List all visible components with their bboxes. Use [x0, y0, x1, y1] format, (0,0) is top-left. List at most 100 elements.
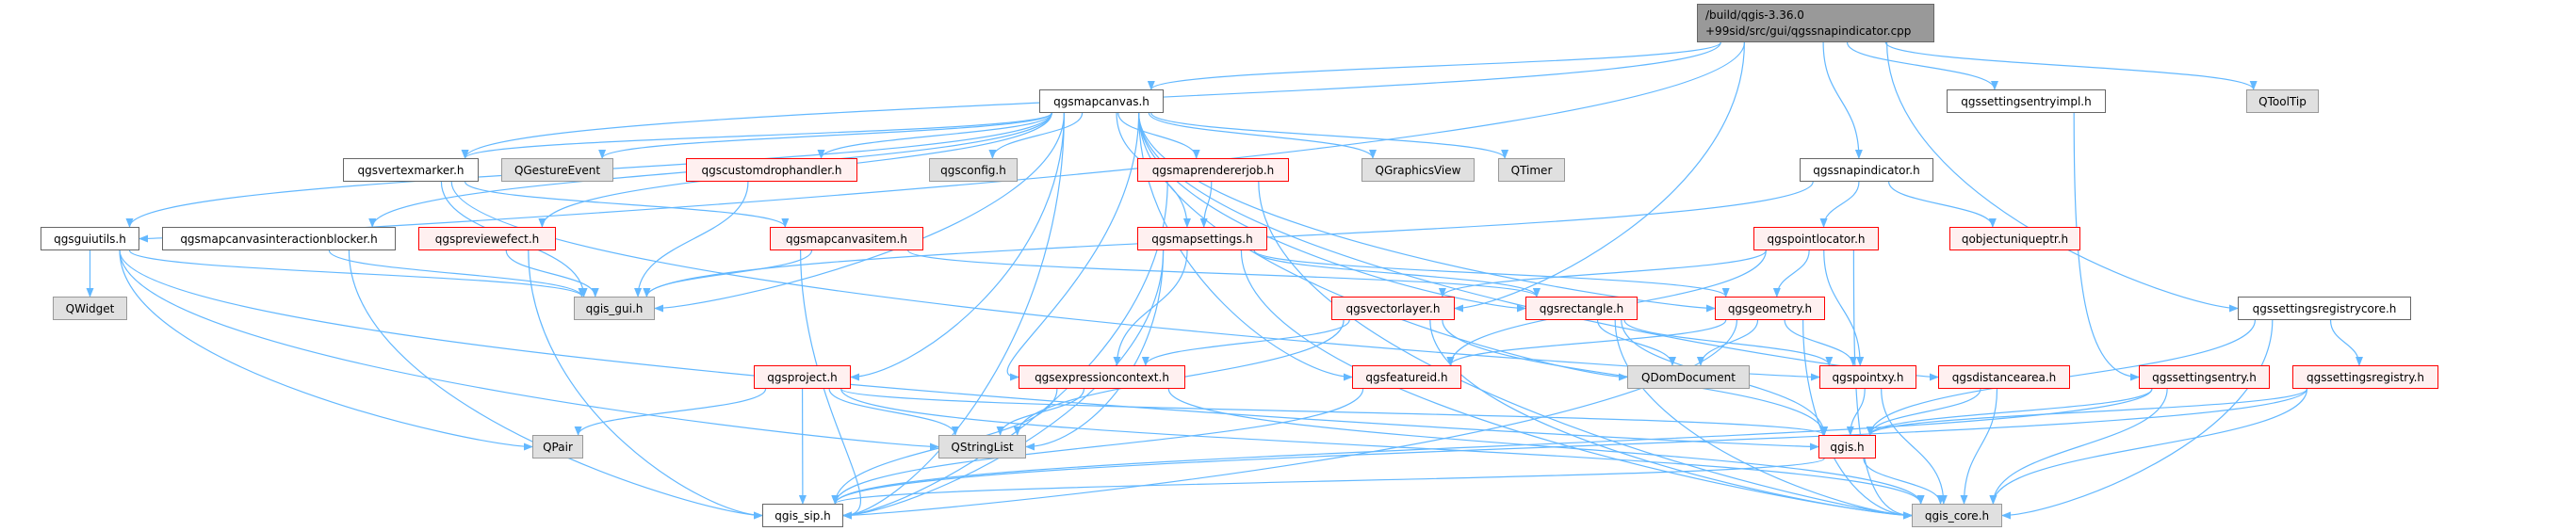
node-qgspointlocator[interactable]: qgspointlocator.h	[1753, 227, 1879, 250]
edge-qgis-to-qgis_sip	[831, 458, 1825, 505]
node-qgsmapcanvasinteractionblocker[interactable]: qgsmapcanvasinteractionblocker.h	[162, 227, 396, 250]
edge-qgsmapcanvas-to-qgraphicsview	[1148, 112, 1377, 159]
node-qgsvertexmarker[interactable]: qgsvertexmarker.h	[343, 158, 479, 182]
node-qgsconfig[interactable]: qgsconfig.h	[929, 158, 1018, 182]
edge-qgsmapcanvas-to-qgscustomdrophandler	[817, 112, 1053, 159]
node-label: qgsfeatureid.h	[1365, 370, 1448, 384]
node-qgsmaprendererjob[interactable]: qgsmaprendererjob.h	[1137, 158, 1289, 182]
node-qgscustomdrophandler[interactable]: qgscustomdrophandler.h	[686, 158, 857, 182]
edge-root-to-qgssnapindicator	[1822, 41, 1863, 159]
node-label: qgssettingsregistry.h	[2306, 370, 2425, 384]
edge-qgsmapcanvasitem-to-qgis_sip	[800, 249, 861, 520]
edge-qgspointlocator-to-qgsgeometry	[1772, 249, 1810, 298]
node-qgsvectorlayer[interactable]: qgsvectorlayer.h	[1331, 297, 1455, 320]
edge-root-to-qgsvectorlayer	[1454, 41, 1745, 313]
node-qobjectuniqueptr[interactable]: qobjectuniqueptr.h	[1949, 227, 2080, 250]
node-qgssettingsentry[interactable]: qgssettingsentry.h	[2139, 365, 2270, 389]
edge-qgspointlocator-to-qgspointxy	[1823, 249, 1865, 366]
node-qtooltip[interactable]: QToolTip	[2246, 89, 2319, 113]
node-qwidget[interactable]: QWidget	[53, 297, 127, 320]
node-label: qgssettingsentry.h	[2152, 370, 2257, 384]
node-qpair[interactable]: QPair	[532, 435, 583, 459]
node-qgspreviewefect[interactable]: qgspreviewefect.h	[418, 227, 556, 250]
node-qgis-core[interactable]: qgis_core.h	[1912, 504, 2002, 527]
node-qgsfeatureid[interactable]: qgsfeatureid.h	[1352, 365, 1461, 389]
edge-qgsmaprendererjob-to-qgis_sip	[842, 181, 1168, 520]
edge-qgspreviewefect-to-qgis_sip	[528, 249, 763, 520]
edge-qgsmapcanvas-to-qgsmaprendererjob	[1117, 112, 1200, 159]
edge-qgsgeometry-to-qgis_core	[1802, 319, 1913, 520]
edge-qgsmapcanvasitem-to-qgis_gui	[643, 249, 813, 298]
node-qgssettingsregistry[interactable]: qgssettingsregistry.h	[2292, 365, 2438, 389]
edge-qgsguiutils-to-qgis_gui	[128, 249, 586, 298]
node-qgsmapsettings[interactable]: qgsmapsettings.h	[1137, 227, 1267, 250]
node-qgsmapcanvas[interactable]: qgsmapcanvas.h	[1039, 89, 1164, 113]
edge-qgsmaprendererjob-to-qgsmapsettings	[1199, 181, 1213, 228]
edge-qgsproject-to-qpair	[574, 388, 767, 436]
edge-qgsmapcanvas-to-qgsvertexmarker	[461, 112, 1052, 159]
node-label: QDomDocument	[1641, 370, 1736, 384]
node-label: qgsguiutils.h	[54, 232, 126, 246]
edge-qgspointlocator-to-qgsvectorlayer	[1439, 249, 1767, 298]
edge-qgsvectorlayer-to-qgis_core	[1429, 319, 1913, 520]
edge-qgsexpressioncontext-to-qgis_core	[1167, 388, 1925, 505]
edge-qgsproject-to-qgis_core	[840, 388, 1925, 505]
node-label: QToolTip	[2258, 94, 2307, 108]
node-qgssnapindicator[interactable]: qgssnapindicator.h	[1800, 158, 1933, 182]
node-qgis-gui[interactable]: qgis_gui.h	[574, 297, 655, 320]
node-qtimer[interactable]: QTimer	[1498, 158, 1565, 182]
node-label: qgssettingsregistrycore.h	[2252, 301, 2397, 315]
node-qgsexpressioncontext[interactable]: qgsexpressioncontext.h	[1019, 365, 1185, 389]
node-qgsmapcanvasitem[interactable]: qgsmapcanvasitem.h	[770, 227, 923, 250]
node-qgssettingsregistrycore[interactable]: qgssettingsregistrycore.h	[2238, 297, 2411, 320]
edge-qgsvertexmarker-to-qgsmapcanvasitem	[465, 181, 790, 228]
node-qgsgeometry[interactable]: qgsgeometry.h	[1715, 297, 1825, 320]
node-qgssettingsentryimpl[interactable]: qgssettingsentryimpl.h	[1947, 89, 2106, 113]
node-qdomdocument[interactable]: QDomDocument	[1627, 365, 1750, 389]
node-label: qgis_gui.h	[585, 301, 644, 315]
root-label-line1: /build/qgis-3.36.0	[1705, 8, 1804, 22]
edge-qgspreviewefect-to-qgis_gui	[505, 249, 599, 298]
node-qgsdistancearea[interactable]: qgsdistancearea.h	[1938, 365, 2070, 389]
edge-qgsproject-to-qstringlist	[828, 388, 959, 436]
node-label: QTimer	[1510, 163, 1553, 177]
node-qgsproject[interactable]: qgsproject.h	[754, 365, 851, 389]
edge-root-to-qgssettingsregistrycore	[1886, 41, 2239, 313]
edge-qgspointxy-to-qgis_core	[1881, 388, 1948, 505]
node-qgis[interactable]: qgis.h	[1818, 435, 1876, 459]
node-label: qgis_core.h	[1924, 508, 1990, 523]
node-qgsguiutils[interactable]: qgsguiutils.h	[41, 227, 139, 250]
node-label: QStringList	[951, 440, 1014, 454]
edge-qgsmapsettings-to-qstringlist	[1025, 249, 1165, 451]
edge-qgssettingsentry-to-qgis	[1867, 388, 2153, 436]
root-file-node[interactable]: /build/qgis-3.36.0 +99sid/src/gui/qgssna…	[1697, 4, 1934, 42]
node-qgraphicsview[interactable]: QGraphicsView	[1361, 158, 1475, 182]
node-qgspointxy[interactable]: qgspointxy.h	[1819, 365, 1916, 389]
node-label: QWidget	[65, 301, 115, 315]
node-label: qgsconfig.h	[940, 163, 1006, 177]
edge-qgssettingsregistrycore-to-qgssettingsregistry	[2329, 319, 2363, 366]
edge-qgsmapcanvas-to-qgsrectangle	[1138, 112, 1526, 313]
node-qgsrectangle[interactable]: qgsrectangle.h	[1525, 297, 1638, 320]
node-qgis-sip[interactable]: qgis_sip.h	[762, 504, 843, 527]
node-label: qobjectuniqueptr.h	[1961, 232, 2069, 246]
edge-qgsvectorlayer-to-qgsexpressioncontext	[1141, 319, 1350, 366]
edge-qgsproject-to-qgis	[840, 388, 1828, 436]
edge-qgsmapcanvas-to-qgis_gui	[654, 112, 1065, 313]
node-qgestureevent[interactable]: QGestureEvent	[501, 158, 613, 182]
node-qstringlist[interactable]: QStringList	[938, 435, 1026, 459]
edge-qgssnapindicator-to-qobjectuniqueptr	[1888, 181, 1997, 228]
edge-root-to-qtooltip	[1884, 41, 2258, 90]
node-label: qgsdistancearea.h	[1951, 370, 2057, 384]
edge-qgsmapcanvas-to-qgestureevent	[598, 112, 1052, 159]
node-label: QGestureEvent	[514, 163, 601, 177]
edge-qgsfeatureid-to-qgis_sip	[831, 388, 1364, 505]
edge-qgsgeometry-to-qdomdocument	[1696, 319, 1759, 366]
edge-qgsmapcanvas-to-qtimer	[1150, 112, 1508, 159]
edge-qgssnapindicator-to-qgspointlocator	[1819, 181, 1860, 228]
edge-root-to-qgssettingsentryimpl	[1846, 41, 1998, 90]
edge-qgssettingsentry-to-qgis_sip	[831, 388, 2153, 505]
edge-qgsmapcanvas-to-qgsproject	[850, 112, 1065, 381]
edge-qgsgeometry-to-qgspointxy	[1784, 319, 1857, 366]
